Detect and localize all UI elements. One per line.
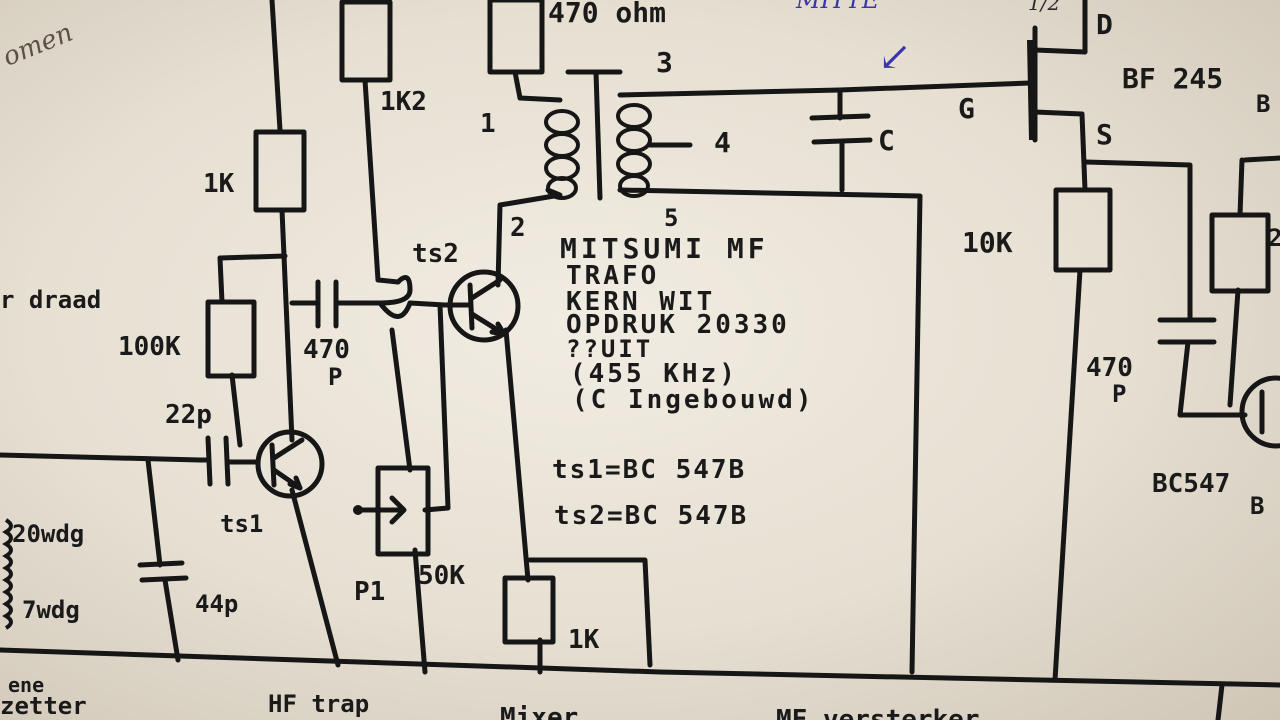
capacitor-c (809, 113, 873, 145)
label-pin-4: 4 (714, 126, 731, 159)
resistor-1k2 (339, 0, 393, 83)
note-line-1: MITSUMI MF (560, 232, 769, 265)
notes-block: MITSUMI MF TRAFO KERN WIT OPDRUK 20330 ?… (552, 232, 815, 531)
capacitors (137, 113, 1217, 583)
label-pin-5: 5 (664, 204, 678, 232)
stage-hf-trap: HF trap (268, 690, 369, 718)
label-470p-mid-unit: P (328, 363, 342, 391)
label-pin-1: 1 (480, 109, 496, 139)
handwriting-arrow: ↙ (878, 34, 912, 80)
label-7wdg: 7wdg (22, 596, 80, 624)
handwriting-top-left: omen (0, 18, 77, 73)
label-ts2: ts2 (412, 239, 459, 269)
label-10k: 10K (962, 226, 1013, 259)
junction-dot (353, 505, 363, 515)
wiring (0, 0, 1280, 688)
note-ts2-type: ts2=BC 547B (554, 501, 748, 531)
transistor-bc547-symbol (1239, 375, 1280, 449)
stage-mf-versterker: MF versterker (776, 705, 980, 720)
note-line-4: OPDRUK 20330 (566, 310, 790, 340)
label-wire: r draad (0, 286, 101, 314)
label-470ohm: 470 ohm (548, 0, 666, 29)
resistor-1k-bottom (502, 575, 556, 645)
capacitor-470p-mid (315, 279, 339, 329)
label-cap-c: C (878, 124, 895, 157)
stage-labels: ene zetter HF trap Mixer MF versterker (0, 673, 1225, 720)
label-p1: P1 (354, 577, 385, 607)
capacitor-44p (137, 560, 189, 583)
resistor-100k (205, 299, 257, 379)
label-44p: 44p (195, 590, 238, 618)
label-1k-bottom: 1K (568, 625, 600, 655)
label-20wdg: 20wdg (12, 520, 84, 548)
label-fet-name: BF 245 (1122, 62, 1223, 95)
label-bc547: BC547 (1152, 469, 1230, 499)
capacitor-470p-right (1157, 317, 1217, 345)
label-right-edge: 2 (1268, 224, 1280, 252)
label-pin-2: 2 (510, 213, 526, 243)
label-22p: 22p (165, 400, 212, 430)
note-line-6: (455 KHz) (570, 359, 738, 389)
transistor-ts2-symbol (442, 269, 521, 343)
label-fet-g: G (958, 92, 975, 125)
label-1k-top: 1K (203, 169, 235, 199)
label-470p-mid: 470 (303, 335, 350, 365)
note-line-3: KERN WIT (566, 287, 715, 317)
resistor-470ohm (487, 0, 545, 75)
component-labels: 470 ohm 1K2 1K 100K 470 P 22p ts1 ts2 P1… (0, 0, 1280, 655)
label-1k2: 1K2 (380, 87, 427, 117)
label-fet-d: D (1096, 8, 1113, 41)
handwriting-top-center: MIYTE (795, 0, 880, 14)
note-ts1-type: ts1=BC 547B (552, 455, 746, 485)
note-line-5: ??UIT (566, 335, 653, 363)
label-fet-s: S (1096, 118, 1113, 151)
resistor-10k (1053, 187, 1113, 273)
stage-mixer: Mixer (500, 703, 578, 720)
capacitor-22p (197, 435, 261, 487)
stage-1: ene (8, 673, 44, 697)
label-470p-right: 470 (1086, 353, 1133, 383)
resistor-right (1209, 212, 1271, 294)
handwritten-notes: omen MIYTE ↙ 1/2 (0, 0, 1060, 80)
resistor-1k-top (253, 129, 307, 213)
note-line-2: TRAFO (566, 261, 659, 291)
label-470p-right-unit: P (1112, 380, 1126, 408)
resistors (205, 0, 1271, 645)
label-100k: 100K (118, 332, 181, 362)
input-coil-symbol (2, 518, 13, 630)
label-ts1: ts1 (220, 510, 263, 538)
label-pin-3: 3 (656, 46, 673, 79)
label-50k: 50K (418, 561, 465, 591)
stage-1b: zetter (0, 692, 87, 720)
note-line-7: (C Ingebouwd) (572, 385, 815, 415)
mf-transformer-symbol (544, 69, 693, 201)
label-fet-suffix: B (1256, 90, 1270, 118)
label-bc547-suffix: B (1250, 492, 1264, 520)
handwriting-top-right: 1/2 (1028, 0, 1060, 15)
fet-bf245-symbol (1027, 39, 1035, 141)
transistor-ts1-symbol (255, 429, 325, 499)
